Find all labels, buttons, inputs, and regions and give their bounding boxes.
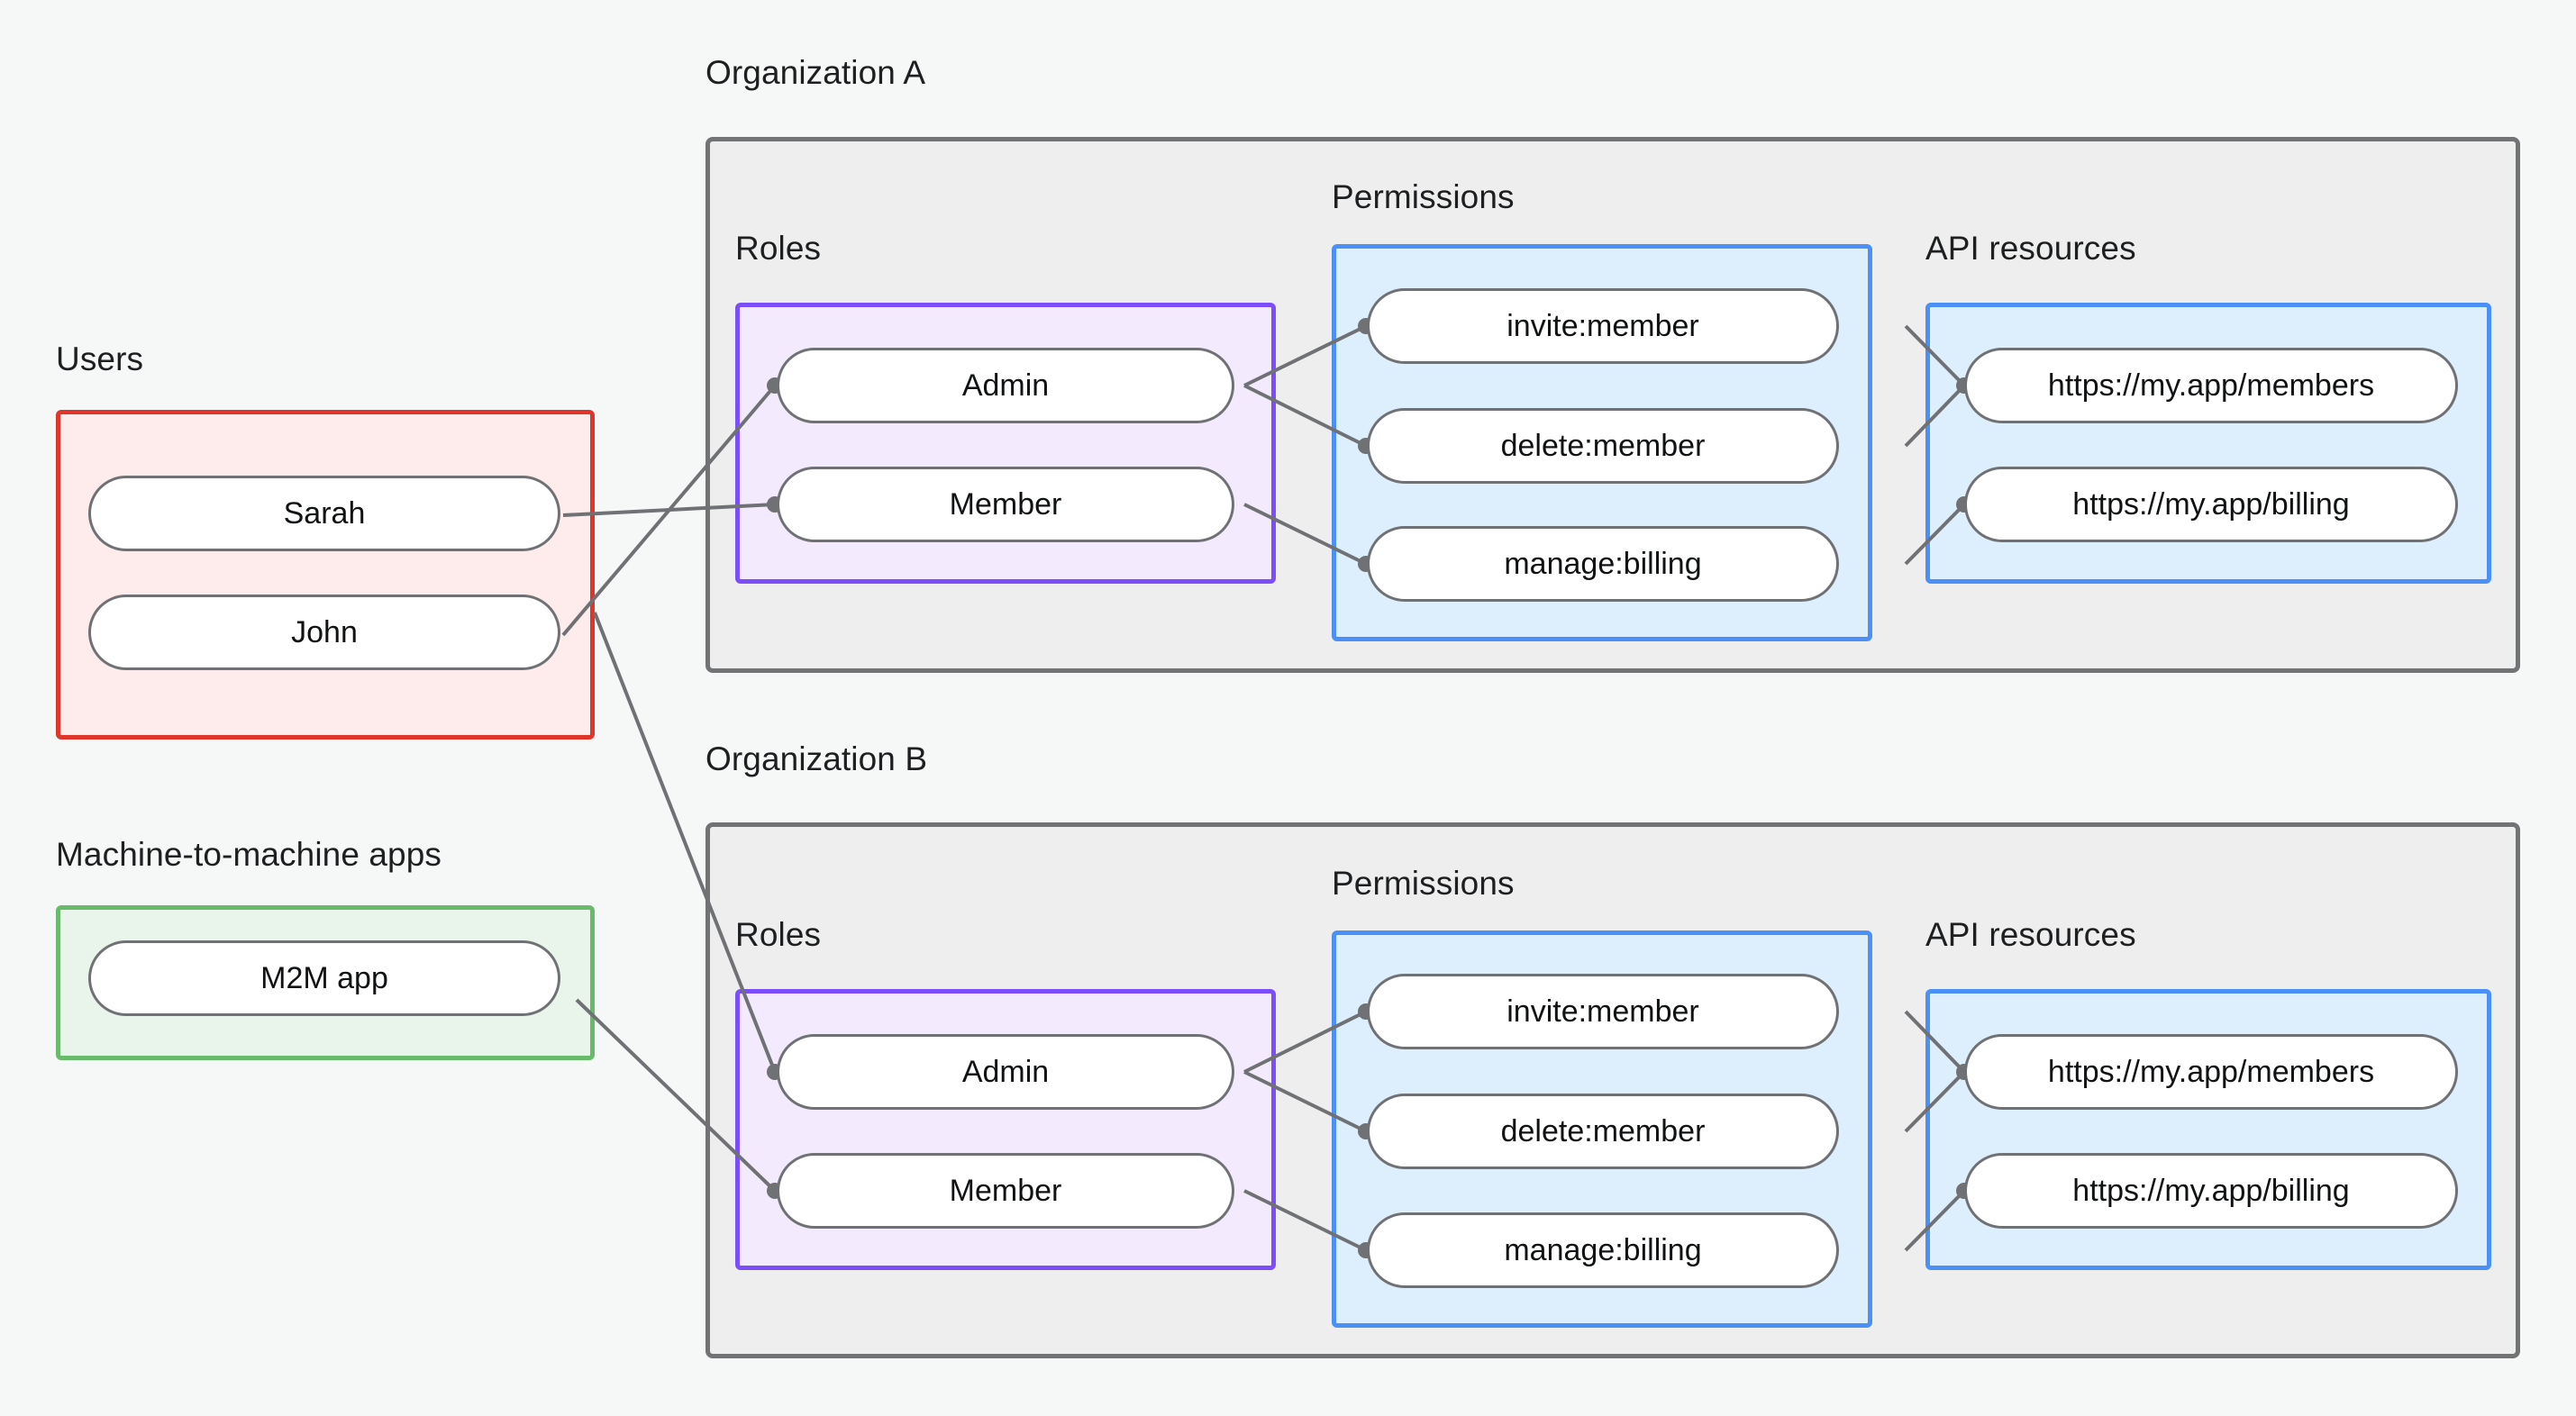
- org-a-permission-invite-member[interactable]: invite:member: [1367, 288, 1839, 364]
- org-a-permission-manage-billing[interactable]: manage:billing: [1367, 526, 1839, 602]
- org-b-roles-caption: Roles: [735, 916, 822, 953]
- org-a-roles-caption: Roles: [735, 230, 822, 267]
- m2m-caption: Machine-to-machine apps: [56, 836, 442, 873]
- m2m-node-app[interactable]: M2M app: [88, 940, 560, 1016]
- org-a-api-resource-members[interactable]: https://my.app/members: [1964, 348, 2458, 423]
- user-node-john[interactable]: John: [88, 595, 560, 670]
- org-b-permission-invite-member[interactable]: invite:member: [1367, 974, 1839, 1049]
- user-node-sarah[interactable]: Sarah: [88, 476, 560, 551]
- org-b-caption: Organization B: [705, 740, 928, 777]
- org-a-role-member[interactable]: Member: [777, 467, 1234, 542]
- org-b-permission-delete-member[interactable]: delete:member: [1367, 1094, 1839, 1169]
- org-a-permissions-caption: Permissions: [1332, 178, 1515, 215]
- org-b-role-member[interactable]: Member: [777, 1153, 1234, 1229]
- org-b-permission-manage-billing[interactable]: manage:billing: [1367, 1212, 1839, 1288]
- users-group: [56, 410, 595, 740]
- org-b-api-resource-billing[interactable]: https://my.app/billing: [1964, 1153, 2458, 1229]
- org-b-role-admin[interactable]: Admin: [777, 1034, 1234, 1110]
- org-b-api-resources-caption: API resources: [1925, 916, 2136, 953]
- org-a-role-admin[interactable]: Admin: [777, 348, 1234, 423]
- org-b-api-resource-members[interactable]: https://my.app/members: [1964, 1034, 2458, 1110]
- org-a-caption: Organization A: [705, 54, 926, 91]
- org-b-permissions-caption: Permissions: [1332, 865, 1515, 902]
- org-a-permission-delete-member[interactable]: delete:member: [1367, 408, 1839, 484]
- users-caption: Users: [56, 340, 144, 377]
- org-a-api-resource-billing[interactable]: https://my.app/billing: [1964, 467, 2458, 542]
- org-a-api-resources-caption: API resources: [1925, 230, 2136, 267]
